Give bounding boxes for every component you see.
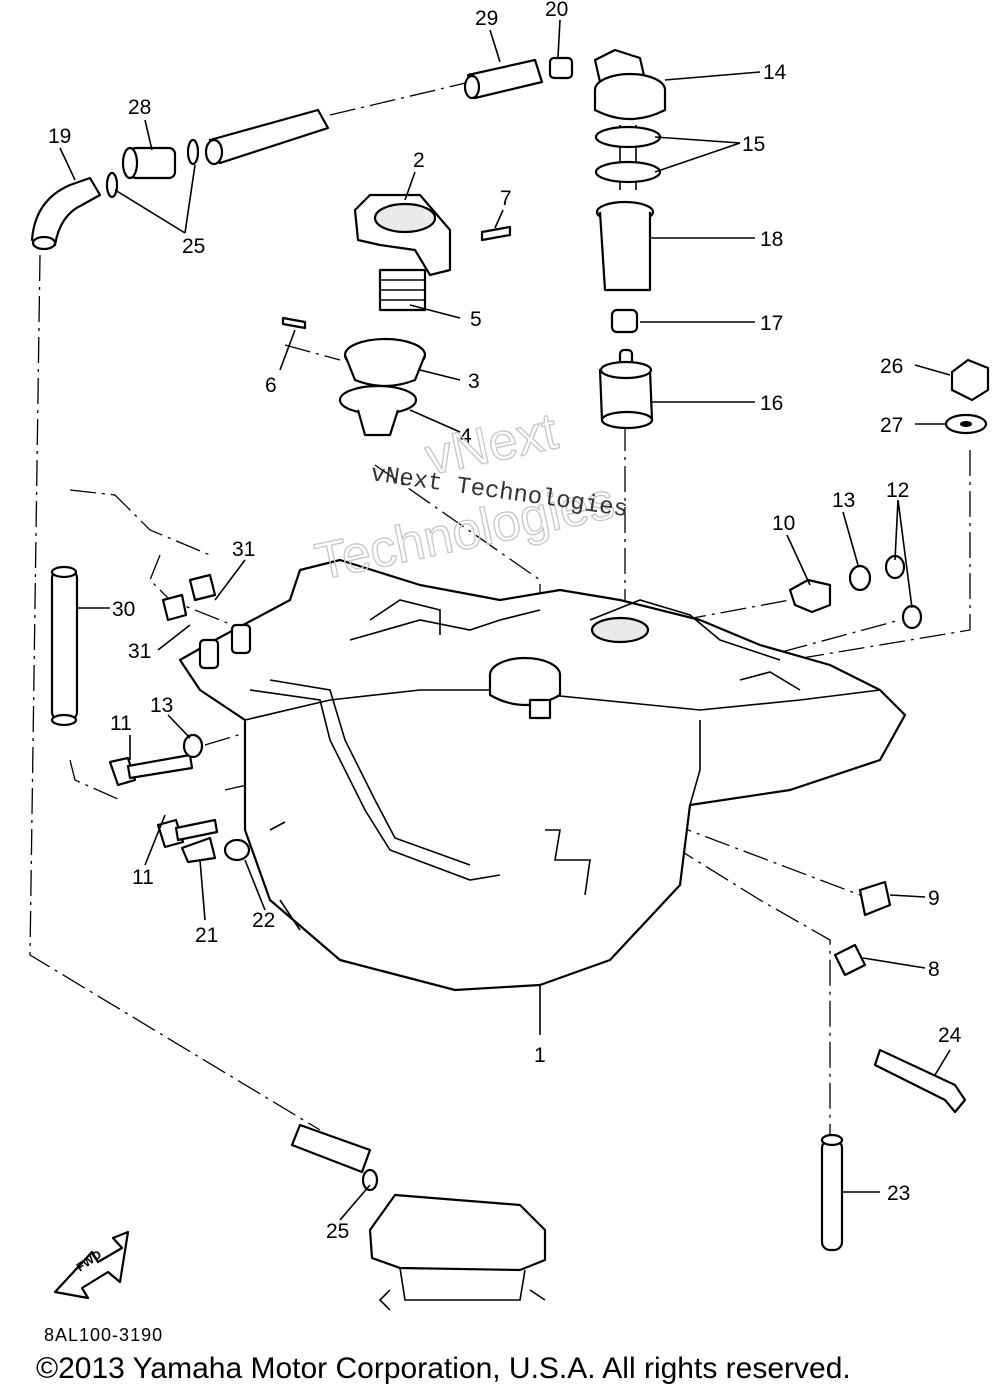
callout-18: 18 <box>760 228 783 251</box>
callout-20: 20 <box>545 0 568 21</box>
callout-7: 7 <box>500 187 512 210</box>
callout-3: 3 <box>468 370 480 393</box>
callout-12: 12 <box>886 479 909 502</box>
callout-23: 23 <box>887 1182 910 1205</box>
callout-15: 15 <box>742 133 765 156</box>
leader-lines <box>59 19 951 1221</box>
left-hardware-parts <box>50 565 251 864</box>
filler-cap-assembly <box>281 193 512 437</box>
callout-21: 21 <box>195 924 218 947</box>
watermark: vNext Technologies vNext Technologies <box>310 402 630 593</box>
copyright-notice: ©2013 Yamaha Motor Corporation, U.S.A. A… <box>36 1352 851 1385</box>
fuel-filter-assembly <box>290 1123 547 1311</box>
callout-24: 24 <box>938 1024 962 1047</box>
callout-31-lower: 31 <box>128 640 151 663</box>
callout-11-lower: 11 <box>132 866 154 889</box>
callout-1: 1 <box>534 1044 546 1067</box>
callout-13-left: 13 <box>150 694 173 717</box>
hardware-parts <box>788 358 990 1252</box>
callout-5: 5 <box>470 308 482 331</box>
forward-direction-arrow: FWD <box>53 1230 130 1300</box>
callout-25-top: 25 <box>182 235 205 258</box>
fuel-gauge-assembly <box>593 48 667 430</box>
callout-16: 16 <box>760 392 783 415</box>
callout-25-bottom: 25 <box>326 1220 349 1243</box>
callout-22: 22 <box>252 909 275 932</box>
callout-30: 30 <box>112 598 135 621</box>
diagram-code: 8AL100-3190 <box>44 1325 164 1345</box>
callout-31-upper: 31 <box>232 538 255 561</box>
callout-29: 29 <box>475 7 498 30</box>
callout-27: 27 <box>880 414 903 437</box>
callout-17: 17 <box>760 312 783 335</box>
vent-hose-assembly <box>30 56 574 251</box>
callout-19: 19 <box>48 125 71 148</box>
callout-4: 4 <box>460 425 472 448</box>
callout-2: 2 <box>413 149 425 172</box>
callout-9: 9 <box>928 887 940 910</box>
callout-6: 6 <box>265 374 277 397</box>
fuel-tank <box>178 558 907 992</box>
callout-14: 14 <box>763 61 787 84</box>
callout-26: 26 <box>880 355 903 378</box>
callout-8: 8 <box>928 958 940 981</box>
callout-13-right: 13 <box>832 489 855 512</box>
callout-28: 28 <box>128 96 151 119</box>
callout-10: 10 <box>772 512 795 535</box>
callout-11-upper: 11 <box>110 712 132 735</box>
callout-numbers: 1 2 3 4 5 6 7 8 9 10 11 11 12 13 13 14 1… <box>48 0 962 1243</box>
